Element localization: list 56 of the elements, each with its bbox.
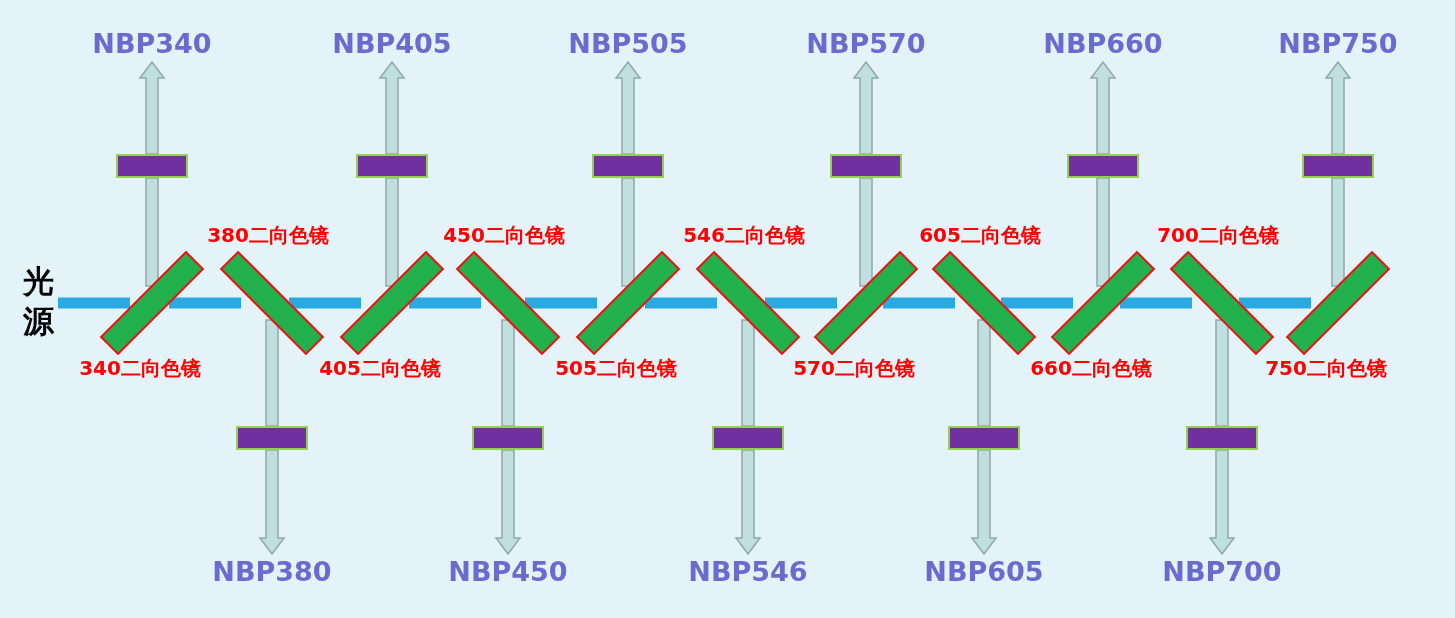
filter-bar xyxy=(948,426,1020,450)
filter-bar xyxy=(592,154,664,178)
light-path xyxy=(621,177,635,287)
mirror-label: 700二向色镜 xyxy=(1156,222,1280,249)
filter-bar xyxy=(1302,154,1374,178)
arrow xyxy=(614,60,642,155)
filter-bar xyxy=(116,154,188,178)
arrow xyxy=(378,60,406,155)
arrow xyxy=(970,449,998,556)
filter-name-label: NBP380 xyxy=(192,554,352,590)
mirror-label: 450二向色镜 xyxy=(442,222,566,249)
arrow xyxy=(1208,449,1236,556)
light-path xyxy=(1331,177,1345,287)
filter-name-label: NBP505 xyxy=(548,26,708,62)
arrow xyxy=(494,449,522,556)
filter-bar xyxy=(1067,154,1139,178)
filter-name-label: NBP660 xyxy=(1023,26,1183,62)
filter-name-label: NBP605 xyxy=(904,554,1064,590)
filter-bar xyxy=(236,426,308,450)
filter-bar xyxy=(1186,426,1258,450)
light-path xyxy=(1096,177,1110,287)
mirror-label: 750二向色镜 xyxy=(1264,355,1388,382)
mirror-label: 505二向色镜 xyxy=(554,355,678,382)
light-path xyxy=(859,177,873,287)
mirror-label: 405二向色镜 xyxy=(318,355,442,382)
arrow xyxy=(138,60,166,155)
arrow xyxy=(734,449,762,556)
arrow xyxy=(852,60,880,155)
light-path xyxy=(977,319,991,427)
light-path xyxy=(265,319,279,427)
light-path xyxy=(501,319,515,427)
light-source-label: 光源 xyxy=(18,261,58,345)
light-path xyxy=(1215,319,1229,427)
mirror-label: 570二向色镜 xyxy=(792,355,916,382)
filter-bar xyxy=(830,154,902,178)
arrow xyxy=(258,449,286,556)
mirror-label: 546二向色镜 xyxy=(682,222,806,249)
filter-name-label: NBP570 xyxy=(786,26,946,62)
light-path xyxy=(385,177,399,287)
mirror-label: 340二向色镜 xyxy=(78,355,202,382)
filter-name-label: NBP546 xyxy=(668,554,828,590)
mirror-label: 660二向色镜 xyxy=(1029,355,1153,382)
arrow xyxy=(1089,60,1117,155)
mirror-label: 380二向色镜 xyxy=(206,222,330,249)
filter-bar xyxy=(712,426,784,450)
filter-name-label: NBP450 xyxy=(428,554,588,590)
filter-name-label: NBP340 xyxy=(72,26,232,62)
mirror-label: 605二向色镜 xyxy=(918,222,1042,249)
filter-name-label: NBP750 xyxy=(1258,26,1418,62)
filter-bar xyxy=(472,426,544,450)
arrow xyxy=(1324,60,1352,155)
light-path xyxy=(741,319,755,427)
filter-name-label: NBP405 xyxy=(312,26,472,62)
filter-name-label: NBP700 xyxy=(1142,554,1302,590)
filter-bar xyxy=(356,154,428,178)
light-path xyxy=(145,177,159,287)
